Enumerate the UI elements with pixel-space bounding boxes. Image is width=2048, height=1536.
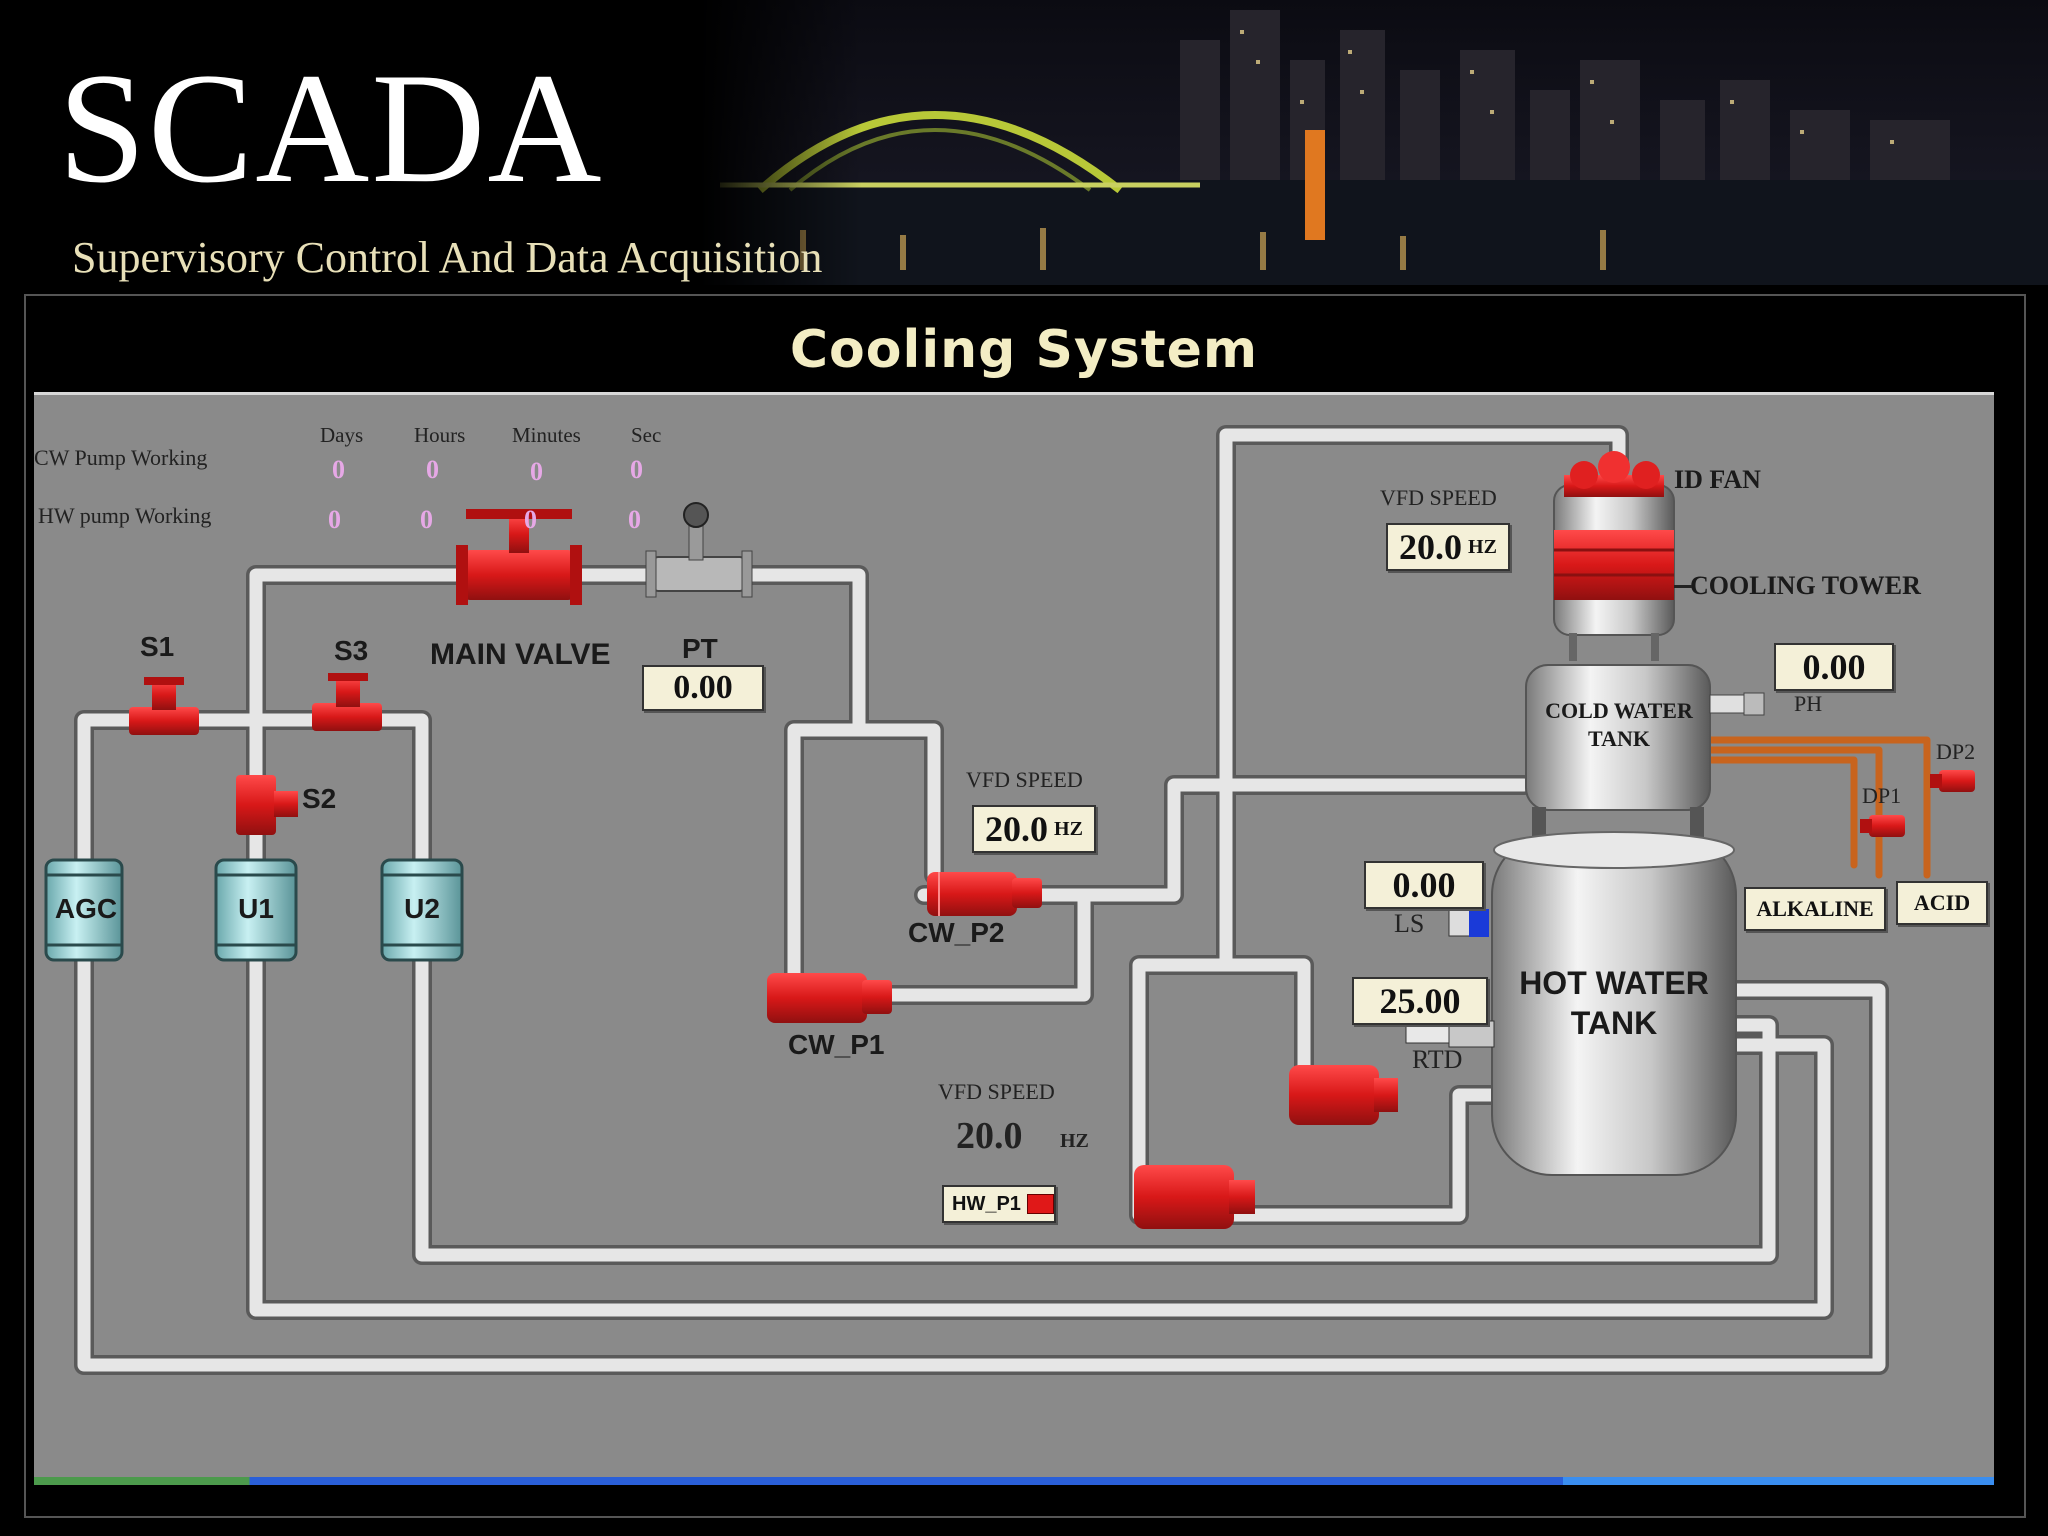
cw-p2-vfd-value: 20.0 bbox=[985, 809, 1049, 849]
timer-row-label-cw: CW Pump Working bbox=[34, 445, 208, 470]
hw-p1-status-light bbox=[1026, 1194, 1054, 1214]
dosing-pump-dp2[interactable] bbox=[1930, 770, 1975, 792]
pump-hw-p2[interactable] bbox=[1289, 1065, 1398, 1125]
timer-cw-days: 0 bbox=[332, 455, 345, 484]
timer-hw-sec: 0 bbox=[628, 505, 641, 534]
tower-vfd-value: 20.0 bbox=[1399, 527, 1463, 567]
hw-vfd-label: VFD SPEED bbox=[938, 1079, 1055, 1104]
ls-sensor bbox=[1448, 909, 1489, 937]
hw-vfd-value: 20.0 bbox=[956, 1115, 1023, 1157]
timer-row-label-hw: HW pump Working bbox=[38, 503, 212, 528]
id-fan[interactable] bbox=[1564, 451, 1664, 497]
valve-s3-label: S3 bbox=[334, 635, 369, 666]
tower-vfd-unit: HZ bbox=[1468, 536, 1497, 558]
pump-cw-p1[interactable] bbox=[767, 973, 892, 1023]
filter-agc bbox=[44, 858, 124, 962]
pt-value: 0.00 bbox=[642, 665, 764, 711]
cold-water-tank-label: COLD WATER TANK bbox=[1545, 698, 1693, 751]
ph-label: PH bbox=[1794, 691, 1823, 716]
valve-s2[interactable] bbox=[236, 775, 298, 835]
valve-s2-label: S2 bbox=[302, 783, 337, 814]
filter-agc-label: AGC bbox=[54, 893, 118, 924]
city-night-image bbox=[700, 0, 2048, 285]
acid-tank: ACID bbox=[1896, 881, 1988, 925]
banner: SCADA Supervisory Control And Data Acqui… bbox=[0, 0, 2048, 290]
process-diagram bbox=[44, 425, 1975, 1375]
pt-flowmeter bbox=[645, 502, 753, 598]
cw-p2-vfd-unit: HZ bbox=[1054, 818, 1083, 840]
cw-p2-vfd-label: VFD SPEED bbox=[966, 767, 1083, 792]
app-subtitle: Supervisory Control And Data Acquisition bbox=[72, 233, 823, 282]
timer-hw-hours: 0 bbox=[420, 505, 433, 534]
dosing-pump-dp1[interactable] bbox=[1860, 815, 1905, 837]
cooling-tower-label: COOLING TOWER bbox=[1690, 571, 1921, 600]
timer-col-hours: Hours bbox=[414, 423, 466, 447]
pipe-cw-up bbox=[849, 720, 944, 885]
ls-value: 0.00 bbox=[1364, 861, 1484, 909]
tower-vfd-box[interactable]: 20.0 HZ bbox=[1386, 523, 1510, 571]
timer-hw-minutes: 0 bbox=[524, 505, 537, 534]
cooling-tower-leader bbox=[1674, 585, 1692, 588]
cw-p1-label: CW_P1 bbox=[788, 1029, 885, 1060]
ph-value: 0.00 bbox=[1774, 643, 1894, 691]
main-valve[interactable] bbox=[456, 509, 582, 605]
pump-cw-p2[interactable] bbox=[927, 872, 1042, 916]
valve-s1[interactable] bbox=[129, 677, 199, 735]
main-valve-label: MAIN VALVE bbox=[430, 638, 611, 671]
ph-sensor bbox=[1709, 692, 1765, 716]
hot-water-tank-label: HOT WATER TANK bbox=[1519, 965, 1709, 1041]
hot-water-tank bbox=[1491, 831, 1737, 1176]
hmi-canvas: CW Pump Working HW pump Working Days Hou… bbox=[34, 392, 1994, 1485]
timer-cw-hours: 0 bbox=[426, 455, 439, 484]
timer-col-minutes: Minutes bbox=[512, 423, 581, 447]
timer-cw-minutes: 0 bbox=[530, 457, 543, 486]
timer-col-days: Days bbox=[320, 423, 364, 447]
filter-u2-label: U2 bbox=[404, 893, 440, 924]
filter-u2 bbox=[380, 858, 464, 962]
pump-hw-p1[interactable] bbox=[1134, 1165, 1255, 1229]
id-fan-label: ID FAN bbox=[1674, 465, 1761, 494]
cooling-tower bbox=[1553, 484, 1675, 661]
tower-vfd-label: VFD SPEED bbox=[1380, 485, 1497, 510]
timer-col-sec: Sec bbox=[631, 423, 662, 447]
panel-title: Cooling System bbox=[789, 320, 1259, 380]
alkaline-tank: ALKALINE bbox=[1744, 887, 1886, 931]
rtd-value: 25.00 bbox=[1352, 977, 1488, 1025]
cw-p2-vfd-box[interactable]: 20.0 HZ bbox=[972, 805, 1096, 853]
hw-p1-indicator[interactable]: HW_P1 bbox=[942, 1185, 1056, 1223]
dosing-pump-dp2-label: DP2 bbox=[1936, 739, 1976, 764]
app-title: SCADA bbox=[58, 41, 604, 216]
hw-p1-indicator-label: HW_P1 bbox=[952, 1193, 1021, 1215]
cw-p2-label: CW_P2 bbox=[908, 917, 1005, 948]
hw-vfd-unit: HZ bbox=[1060, 1130, 1089, 1152]
filter-u1 bbox=[214, 858, 298, 962]
pt-label: PT bbox=[682, 633, 718, 664]
timer-cw-sec: 0 bbox=[630, 455, 643, 484]
valve-s3[interactable] bbox=[312, 673, 382, 731]
valve-s1-label: S1 bbox=[140, 631, 175, 662]
filter-u1-label: U1 bbox=[238, 893, 274, 924]
status-strip bbox=[34, 1477, 1994, 1485]
timer-hw-days: 0 bbox=[328, 505, 341, 534]
dosing-pump-dp1-label: DP1 bbox=[1862, 783, 1902, 808]
ls-label: LS bbox=[1394, 909, 1425, 938]
rtd-label: RTD bbox=[1412, 1045, 1463, 1074]
